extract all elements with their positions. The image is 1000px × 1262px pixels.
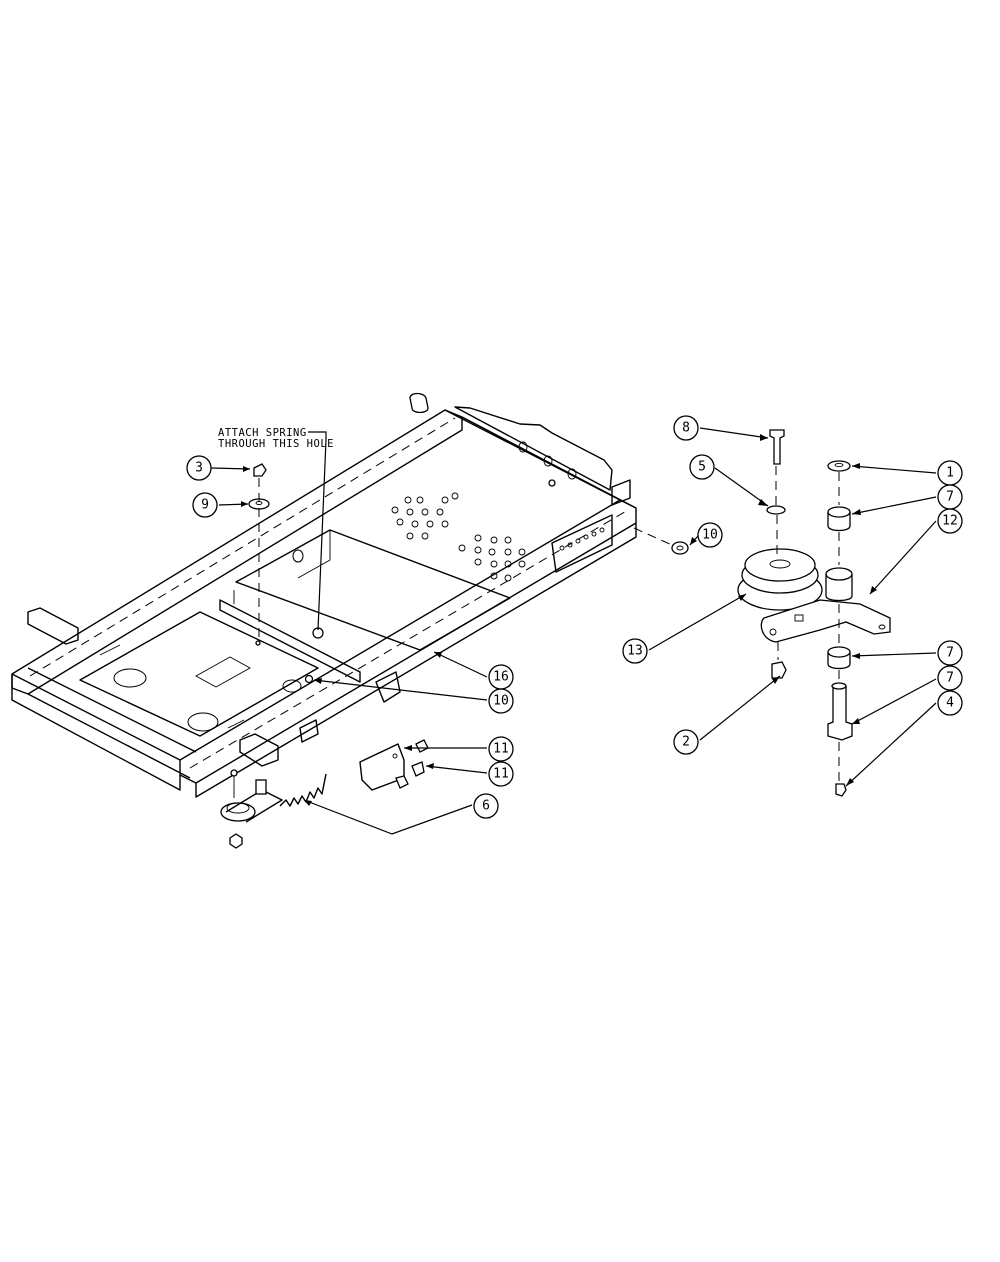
callouts: 3 9 8 5 1 7 12 10 <box>186 415 963 819</box>
callout-10: 10 <box>488 688 514 714</box>
svg-text:10: 10 <box>493 694 509 709</box>
svg-text:10: 10 <box>702 528 718 543</box>
svg-text:12: 12 <box>942 514 958 529</box>
svg-text:7: 7 <box>946 671 954 686</box>
callout-7-top: 7 <box>937 484 963 510</box>
callout-6: 6 <box>473 793 499 819</box>
callout-4: 4 <box>937 690 963 716</box>
callout-9: 9 <box>192 492 218 518</box>
callout-7-middle: 7 <box>937 640 963 666</box>
callout-11: 11 <box>488 761 514 787</box>
svg-text:11: 11 <box>493 767 509 782</box>
arrowheads <box>241 434 877 806</box>
svg-text:6: 6 <box>482 799 490 814</box>
svg-text:13: 13 <box>627 644 643 659</box>
note-line-2: THROUGH THIS HOLE <box>218 438 334 450</box>
frame-assembly <box>11 392 637 798</box>
callout-2: 2 <box>673 729 699 755</box>
callout-8: 8 <box>673 415 699 441</box>
note-line-1: ATTACH SPRING <box>218 427 307 439</box>
bolts <box>395 739 429 789</box>
svg-text:7: 7 <box>946 490 954 505</box>
spring <box>279 773 327 807</box>
spring-attach-note: ATTACH SPRING THROUGH THIS HOLE <box>218 427 334 631</box>
callout-3: 3 <box>186 455 212 481</box>
svg-text:16: 16 <box>493 670 509 685</box>
callout-12: 10 <box>697 522 723 548</box>
idler-assembly <box>737 429 891 797</box>
svg-text:9: 9 <box>201 498 209 513</box>
callout-5: 5 <box>689 454 715 480</box>
svg-text:1: 1 <box>946 466 954 481</box>
leader-lines <box>210 427 937 835</box>
nut <box>253 463 267 477</box>
idler-pulley-small <box>220 769 283 849</box>
svg-text:8: 8 <box>682 421 690 436</box>
callout-7-bottom: 7 <box>937 665 963 691</box>
svg-text:2: 2 <box>682 735 690 750</box>
callout-14: 12 <box>937 508 963 534</box>
svg-text:7: 7 <box>946 646 954 661</box>
callout-1: 1 <box>937 460 963 486</box>
callout-15: 13 <box>622 638 648 664</box>
svg-text:11: 11 <box>493 742 509 757</box>
svg-text:5: 5 <box>698 460 706 475</box>
callout-13: 11 <box>488 736 514 762</box>
callout-16: 16 <box>488 664 514 690</box>
svg-text:4: 4 <box>946 696 954 711</box>
bushing <box>671 541 689 555</box>
svg-text:3: 3 <box>195 461 203 476</box>
